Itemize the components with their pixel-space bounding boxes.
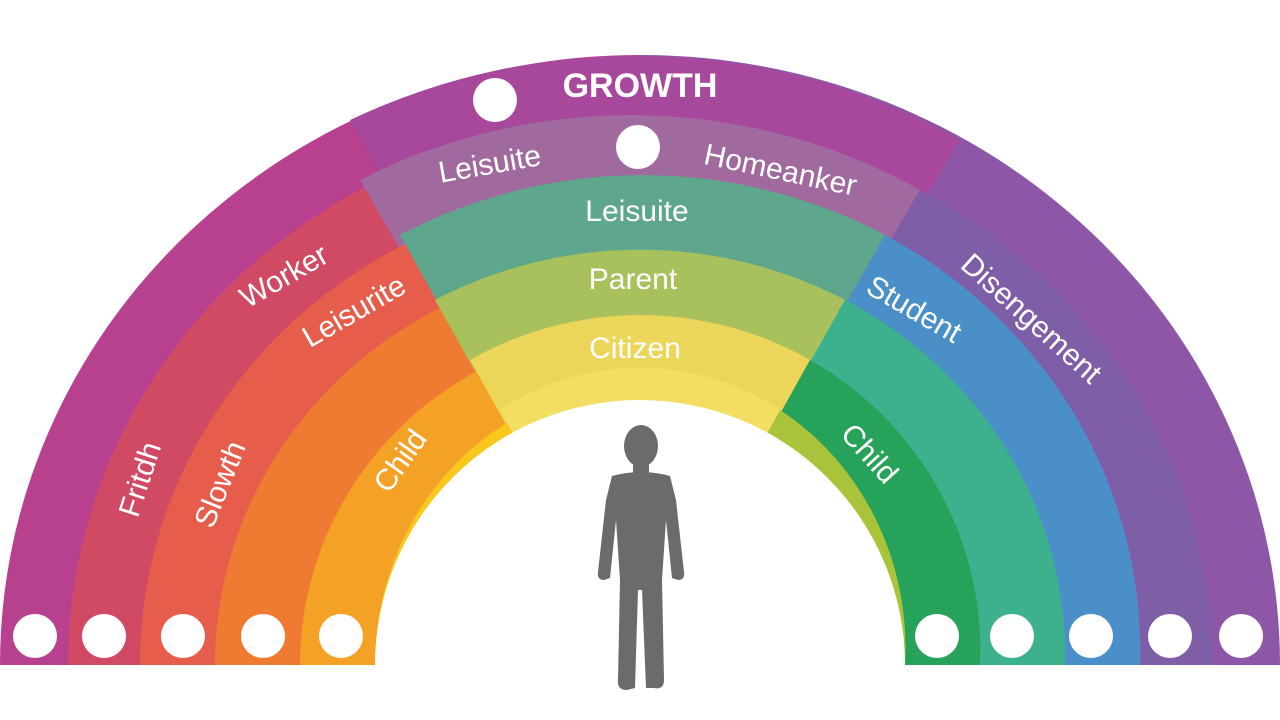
marker-bottom-5 xyxy=(319,614,363,658)
marker-bottom-1 xyxy=(13,614,57,658)
marker-bottom-7 xyxy=(990,614,1034,658)
label-parent: Parent xyxy=(589,263,678,296)
marker-bottom-4 xyxy=(241,614,285,658)
baseline-strip xyxy=(0,665,1280,720)
marker-top-left xyxy=(473,78,517,122)
marker-top-mid xyxy=(616,125,660,169)
marker-bottom-6 xyxy=(915,614,959,658)
label-citizen: Citizen xyxy=(589,332,681,365)
bottom-markers xyxy=(13,614,1263,658)
marker-bottom-8 xyxy=(1069,614,1113,658)
marker-bottom-10 xyxy=(1219,614,1263,658)
marker-bottom-9 xyxy=(1148,614,1192,658)
marker-bottom-3 xyxy=(161,614,205,658)
diagram-title: GROWTH xyxy=(563,67,718,105)
marker-bottom-2 xyxy=(82,614,126,658)
label-leisure-mid: Leisuite xyxy=(585,195,688,228)
person-silhouette-icon xyxy=(597,425,685,690)
